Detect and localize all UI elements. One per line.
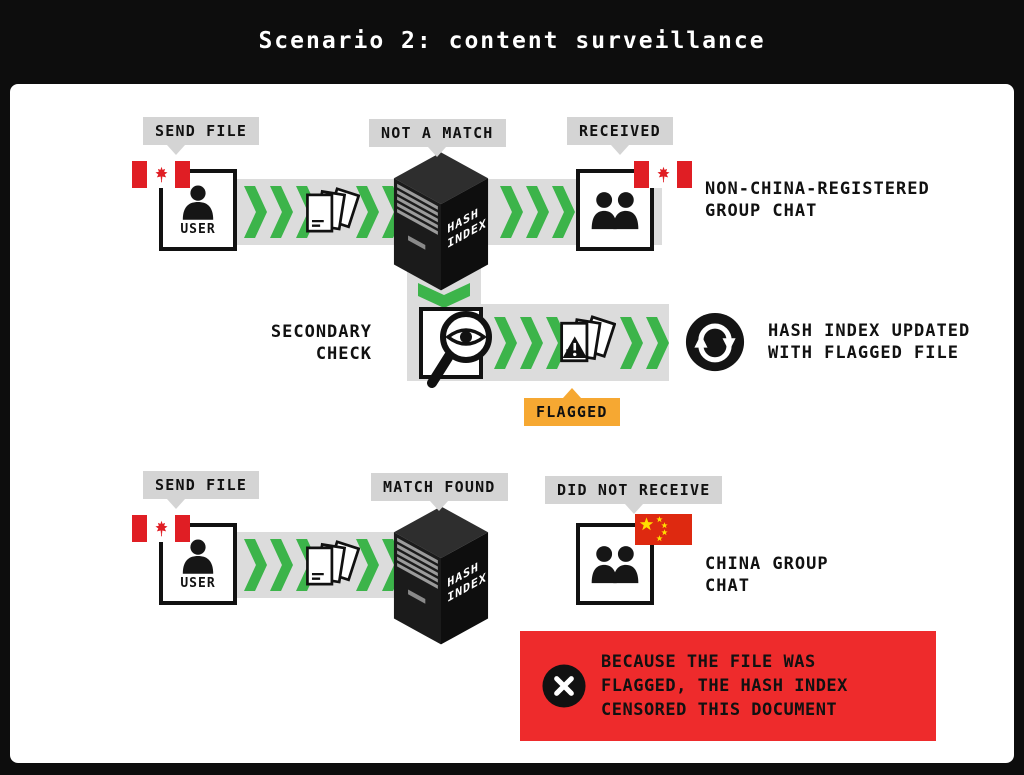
- flow-arrows: [620, 317, 669, 369]
- documents-icon: [302, 184, 360, 242]
- canada-flag: [634, 161, 692, 188]
- flag-bar: [132, 515, 147, 542]
- user-box-top: USER: [159, 169, 237, 251]
- chevron-right-icon: [620, 317, 643, 369]
- maple-leaf-icon: [153, 166, 170, 183]
- maple-leaf-icon: [655, 166, 672, 183]
- flow-arrows: [494, 317, 569, 369]
- chevron-right-icon: [500, 186, 523, 238]
- flag-bar: [132, 161, 147, 188]
- caption-hash-index-updated: HASH INDEX UPDATED WITH FLAGGED FILE: [768, 321, 971, 363]
- canada-flag: [132, 515, 190, 542]
- china-stars-icon: [639, 516, 668, 542]
- chevron-right-icon: [552, 186, 575, 238]
- chevron-right-icon: [244, 539, 267, 591]
- chevron-right-icon: [646, 317, 669, 369]
- canada-flag: [132, 161, 190, 188]
- alert-box: BECAUSE THE FILE WAS FLAGGED, THE HASH I…: [520, 631, 936, 741]
- flag-bar: [175, 515, 190, 542]
- flagged-badge: FLAGGED: [524, 388, 620, 426]
- chevron-right-icon: [270, 539, 293, 591]
- not-a-match-badge: NOT A MATCH: [369, 119, 506, 157]
- filing-cabinet-icon: HASH INDEX: [386, 143, 496, 292]
- flag-center: [649, 161, 677, 188]
- flag-center: [147, 161, 175, 188]
- group-chat-box-china: [576, 523, 654, 605]
- x-circle-icon: [542, 664, 586, 708]
- received-badge: RECEIVED: [567, 117, 673, 155]
- flag-center: [147, 515, 175, 542]
- match-found-badge: MATCH FOUND: [371, 473, 508, 511]
- magnifier-eye-icon: [427, 311, 492, 388]
- caption-china-group-chat: CHINA GROUP CHAT: [705, 554, 829, 596]
- chevron-right-icon: [520, 317, 543, 369]
- sync-arrows-icon: [685, 312, 745, 372]
- chevron-right-icon: [244, 186, 267, 238]
- flagged-documents-icon: [556, 312, 616, 372]
- filing-cabinet-icon: HASH INDEX: [386, 497, 496, 646]
- user-label-bottom: USER: [180, 576, 216, 591]
- flag-bar: [677, 161, 692, 188]
- caption-non-china-group-chat: NON-CHINA-REGISTERED GROUP CHAT: [705, 179, 930, 221]
- group-icon: [588, 544, 642, 584]
- documents-icon: [302, 537, 360, 595]
- chevron-right-icon: [526, 186, 549, 238]
- secondary-check-label: SECONDARY CHECK: [270, 322, 372, 364]
- alert-text: BECAUSE THE FILE WAS FLAGGED, THE HASH I…: [601, 652, 848, 720]
- user-label-top: USER: [180, 222, 216, 237]
- send-file-badge-bottom: SEND FILE: [143, 471, 260, 509]
- chevron-right-icon: [270, 186, 293, 238]
- flag-bar: [634, 161, 649, 188]
- flag-bar: [175, 161, 190, 188]
- send-file-badge-top: SEND FILE: [143, 117, 260, 155]
- person-icon: [179, 183, 217, 221]
- did-not-receive-badge: DID NOT RECEIVE: [545, 476, 723, 514]
- maple-leaf-icon: [153, 520, 170, 537]
- flow-arrows: [500, 186, 575, 238]
- group-icon: [588, 190, 642, 230]
- person-icon: [179, 537, 217, 575]
- china-flag: [635, 514, 692, 545]
- page-title: Scenario 2: content surveillance: [258, 28, 766, 54]
